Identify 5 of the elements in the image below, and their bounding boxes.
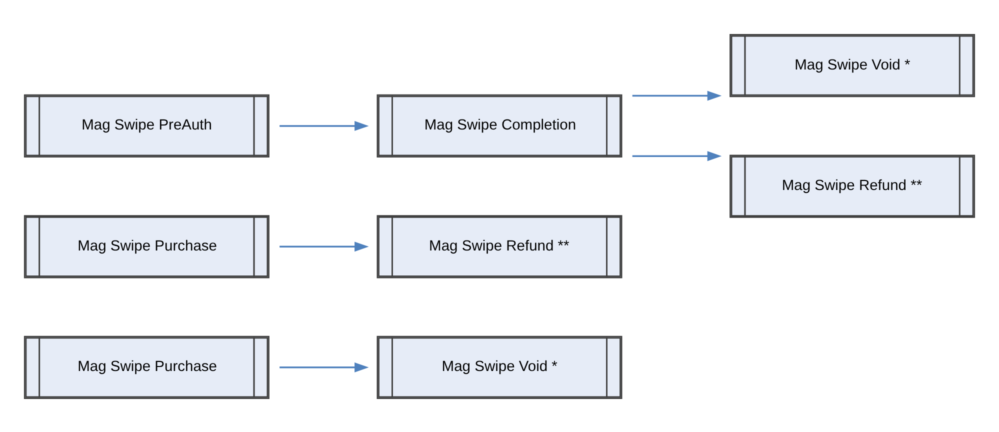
arrow (632, 90, 722, 100)
arrow (280, 362, 369, 372)
arrow (280, 120, 369, 130)
arrow (280, 241, 369, 252)
arrow (632, 150, 722, 161)
